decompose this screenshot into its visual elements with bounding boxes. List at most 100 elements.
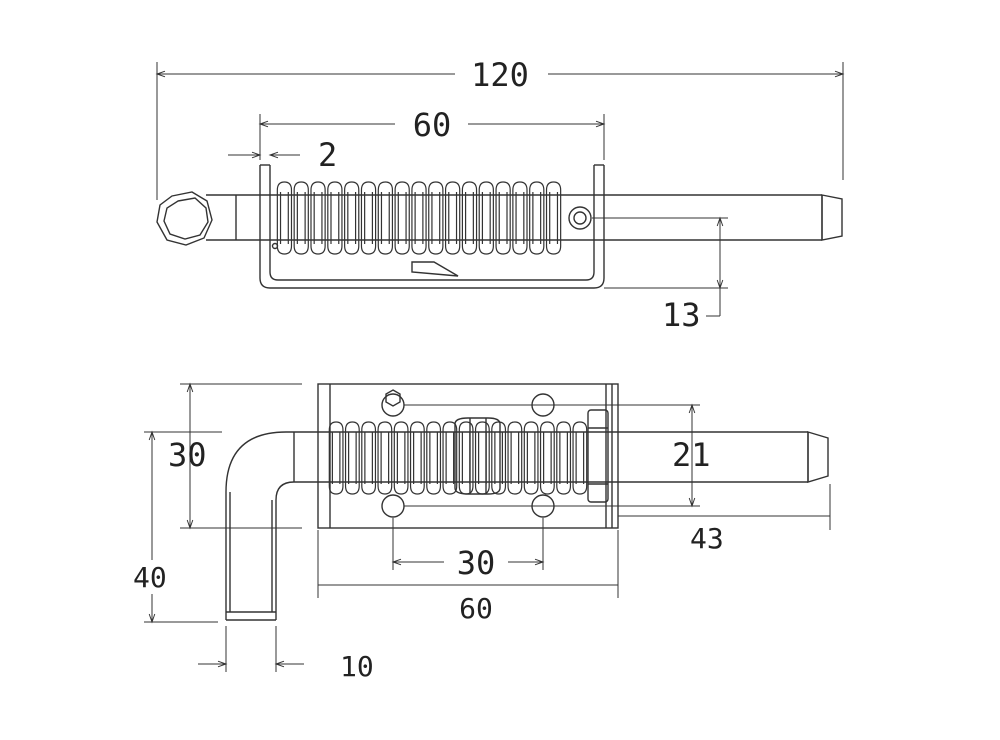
spring-coil [529,181,545,255]
spring-coil [360,181,377,255]
dim-pin-height: 13 [592,216,728,334]
spring-coil [461,181,478,255]
label-housing-length: 60 [413,106,452,144]
spring-coil [507,421,523,495]
spring-coil [377,181,394,255]
spring-coil-inner [364,432,373,484]
spring-coil-inner [296,192,306,244]
dim-hole-spacing-horizontal: 30 [391,518,545,582]
label-hole-spacing-horizontal: 30 [457,544,496,582]
spring-coil [394,181,410,255]
dim-handle-width: 10 [198,626,374,683]
spring-coil [377,421,393,495]
spring-coil-inner [464,192,474,244]
spring-coil-inner [364,192,374,244]
spring-coil-inner [330,192,340,244]
spring-coil [428,181,444,255]
spring-coil-inner [414,192,424,244]
front-cross-pin [587,409,609,503]
spring-coil [478,181,494,255]
spring-coil-inner [575,432,585,484]
label-handle-width: 10 [340,650,374,683]
front-housing [317,383,619,529]
spring-coil-inner [478,432,487,484]
spring-coil [545,181,562,255]
spring-coil [474,421,490,495]
spring-coil-inner [429,432,438,484]
spring-coil-inner [461,432,471,484]
spring-coil-inner [380,432,390,484]
spring-coil [310,181,326,255]
spring-coil [539,421,555,495]
spring-coil [512,181,528,255]
spring-coil [491,421,507,495]
top-ring-handle [156,191,213,246]
spring-coil [411,181,427,255]
spring-coil-inner [413,432,422,484]
label-housing-width: 60 [459,592,493,625]
dim-housing-width: 60 [317,530,619,625]
spring-coil-inner [515,192,525,244]
spring-coil-inner [397,192,407,244]
spring-coil [495,181,511,255]
spring-coil-inner [526,432,536,484]
spring-coil-inner [348,432,357,484]
spring-coil [556,421,572,495]
spring-coil-inner [549,192,559,244]
spring-coil [442,421,458,495]
spring-coil [444,181,461,255]
dim-overall-length: 120 [155,56,845,200]
top-spring [276,181,562,255]
dim-pin-projection: 43 [618,484,831,555]
spring-coil-inner [559,432,568,484]
spring-coil [458,421,474,495]
spring-coil-inner [494,432,503,484]
label-hole-spacing-vertical: 21 [672,436,711,474]
spring-coil [344,181,360,255]
spring-coil-inner [279,192,289,244]
dim-plate-thickness: 2 [228,136,337,174]
spring-coil-inner [445,432,455,484]
spring-coil [276,181,293,255]
spring-coil [293,181,309,255]
spring-coil [409,421,425,495]
label-overall-length: 120 [471,56,529,94]
spring-coil-inner [313,192,323,244]
spring-coil-inner [396,432,406,484]
label-plate-thickness: 2 [318,136,337,174]
label-handle-height: 40 [133,561,167,594]
label-pin-projection: 43 [690,522,724,555]
front-spring [328,421,588,495]
spring-coil-inner [347,192,357,244]
dim-hole-spacing-vertical: 21 [404,403,711,508]
spring-coil-inner [510,432,520,484]
dim-housing-height: 30 [168,382,302,530]
spring-coil-inner [448,192,458,244]
top-cross-pin [568,206,592,230]
spring-coil-inner [380,192,390,244]
spring-coil [572,421,588,495]
label-housing-height: 30 [168,436,207,474]
spring-coil-inner [498,192,508,244]
spring-coil-inner [532,192,542,244]
spring-coil [327,181,343,255]
spring-coil [344,421,360,495]
front-pin-rod [322,431,829,483]
front-view: 30 40 10 21 43 [133,382,831,683]
spring-coil-inner [431,192,441,244]
top-view: 120 60 2 13 [155,56,845,334]
spring-coil-inner [331,432,341,484]
spring-coil [393,421,409,495]
label-pin-height: 13 [662,296,701,334]
spring-coil [328,421,344,495]
spring-coil [523,421,539,495]
top-bracket [259,164,605,289]
spring-coil-inner [481,192,491,244]
spring-coil [361,421,377,495]
dim-housing-length: 60 [258,106,606,160]
spring-coil-inner [543,432,552,484]
front-handle [225,431,322,621]
dim-handle-height: 40 [133,430,222,624]
spring-coil [426,421,442,495]
